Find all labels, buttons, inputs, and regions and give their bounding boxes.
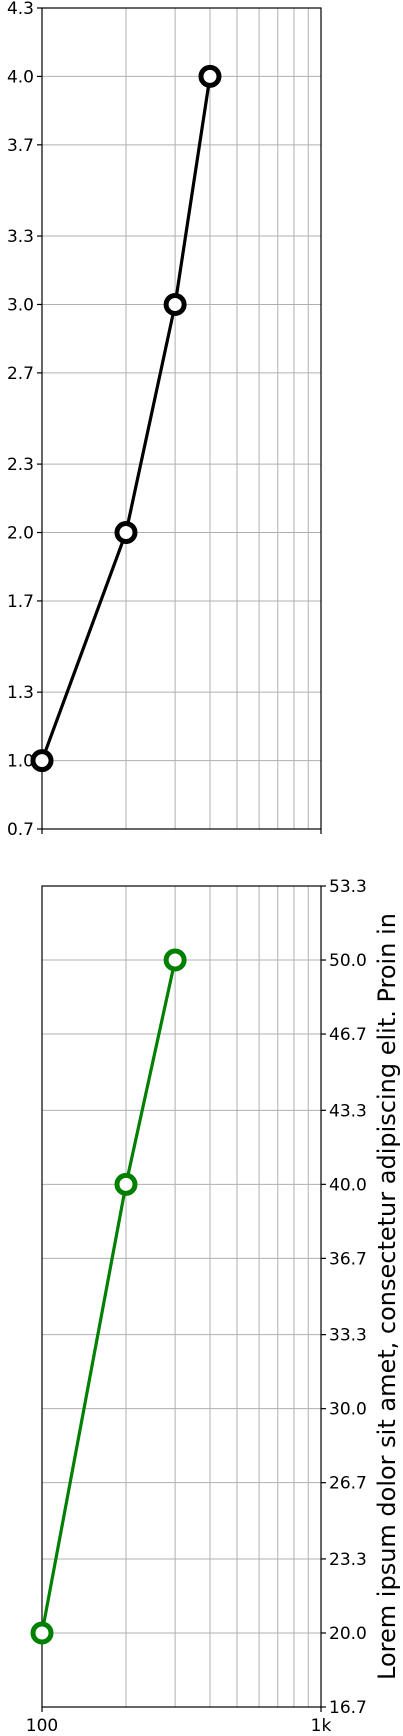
y-tick-label: 23.3: [329, 1550, 367, 1570]
y-tick-label: 46.7: [329, 1025, 367, 1045]
y-axis-label: Lorem ipsum dolor sit amet, consectetur …: [373, 913, 401, 1680]
chart-panel-2: 16.7 20.0 23.3 26.7 30.0 33.3 36.7 40.0 43.3 46.7…: [26, 877, 401, 1736]
y-tick-label: 0.7: [7, 820, 34, 840]
x-tick-label: 1k: [311, 1716, 332, 1736]
y-tick-label: 26.7: [329, 1474, 367, 1494]
data-point: [163, 948, 187, 972]
plot-frame: [41, 7, 322, 830]
y-tick-label: 4.3: [7, 0, 34, 19]
y-tick-label: 1.3: [7, 683, 34, 703]
y-tick-label: 20.0: [329, 1624, 367, 1644]
y-tick-label: 16.7: [329, 1698, 367, 1718]
data-point: [30, 1621, 54, 1645]
y-tick-label: 50.0: [329, 951, 367, 971]
x-tick-label: 100: [26, 1716, 58, 1736]
y-tick-label: 3.3: [7, 227, 34, 247]
data-point: [114, 1172, 138, 1196]
series-line: [40, 959, 177, 1634]
y-tick-label: 1.0: [7, 752, 34, 772]
y-tick-label: 36.7: [329, 1249, 367, 1269]
chart-panel-1: 0.7 1.0 1.3 1.7 2.0 2.3 2.7 3.0 3.3 3.7 4.0 4.3: [7, 0, 322, 840]
data-point: [114, 521, 138, 545]
y-tick-label: 40.0: [329, 1175, 367, 1195]
y-tick-label: 3.0: [7, 295, 34, 315]
y-tick-label: 2.3: [7, 455, 34, 475]
y-tick-label: 43.3: [329, 1101, 367, 1121]
y-tick-label: 30.0: [329, 1400, 367, 1420]
y-tick-label: 3.7: [7, 136, 34, 156]
y-tick-label: 1.7: [7, 592, 34, 612]
y-tick-label: 2.0: [7, 524, 34, 544]
y-tick-label: 53.3: [329, 877, 367, 897]
data-point: [198, 64, 222, 88]
plot-frame: [41, 885, 322, 1708]
data-point: [30, 749, 54, 773]
y-tick-label: 2.7: [7, 364, 34, 384]
data-point: [163, 292, 187, 316]
series-line: [40, 76, 212, 762]
y-tick-label: 4.0: [7, 67, 34, 87]
y-tick-label: 33.3: [329, 1326, 367, 1346]
